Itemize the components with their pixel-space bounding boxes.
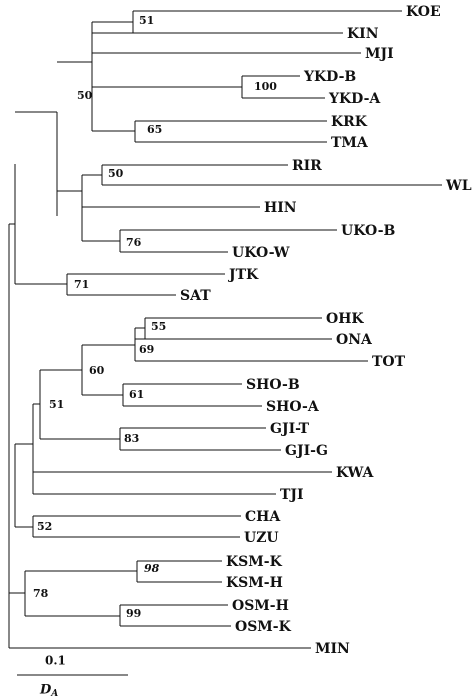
taxon-label-mji: MJI	[365, 46, 394, 62]
taxon-label-wl: WL	[445, 178, 472, 194]
taxon-label-tji: TJI	[280, 487, 304, 503]
bootstrap-value: 69	[139, 343, 154, 356]
taxon-label-ykda: YKD-A	[328, 91, 381, 107]
bootstrap-value: 52	[37, 520, 52, 533]
bootstrap-value: 55	[151, 320, 166, 333]
taxon-label-gjig: GJI-G	[285, 443, 328, 459]
taxon-label-krk: KRK	[331, 114, 368, 130]
taxon-label-ohk: OHK	[326, 311, 364, 327]
bootstrap-value: 100	[254, 80, 277, 93]
taxon-label-sat: SAT	[180, 288, 211, 304]
taxon-label-ona: ONA	[336, 332, 373, 348]
taxon-label-cha: CHA	[245, 509, 281, 525]
scale-axis-subscript: A	[50, 689, 58, 697]
bootstrap-value: 61	[129, 388, 144, 401]
taxon-label-uzu: UZU	[244, 530, 279, 546]
taxon-label-jtk: JTK	[227, 267, 259, 283]
taxon-label-ksmh: KSM-H	[226, 575, 283, 591]
bootstrap-value: 71	[74, 278, 89, 291]
taxon-label-osmh: OSM-H	[232, 598, 289, 614]
scale-value-label: 0.1	[45, 654, 66, 668]
bootstrap-value: 98	[144, 562, 160, 575]
bootstrap-value: 78	[33, 587, 49, 600]
taxon-label-min: MIN	[315, 641, 350, 657]
bootstrap-value: 50	[108, 167, 124, 180]
taxon-label-koe: KOE	[406, 4, 441, 20]
taxon-label-kin: KIN	[347, 26, 379, 42]
taxon-label-osmk: OSM-K	[235, 619, 292, 635]
bootstrap-value: 51	[49, 398, 64, 411]
bootstrap-value: 76	[126, 236, 142, 249]
bootstrap-value: 65	[147, 123, 162, 136]
taxon-label-ukow: UKO-W	[232, 245, 290, 261]
bootstrap-value: 99	[126, 607, 141, 620]
taxon-label-gjit: GJI-T	[270, 421, 310, 437]
taxon-label-tot: TOT	[372, 354, 406, 370]
taxon-label-rir: RIR	[292, 158, 322, 174]
taxon-label-shob: SHO-B	[246, 377, 300, 393]
taxon-label-hin: HIN	[264, 200, 297, 216]
bootstrap-value: 83	[124, 432, 139, 445]
bootstrap-value: 60	[89, 364, 105, 377]
bootstrap-value: 50	[77, 89, 93, 102]
taxon-label-shoa: SHO-A	[266, 399, 320, 415]
scale-axis-label: DA	[39, 683, 58, 697]
taxon-label-ukob: UKO-B	[341, 223, 396, 239]
taxon-label-kwa: KWA	[336, 465, 374, 481]
taxon-label-tma: TMA	[331, 135, 369, 151]
taxon-label-ykdb: YKD-B	[303, 69, 356, 85]
taxon-label-ksmk: KSM-K	[226, 554, 283, 570]
bootstrap-value: 51	[139, 14, 154, 27]
